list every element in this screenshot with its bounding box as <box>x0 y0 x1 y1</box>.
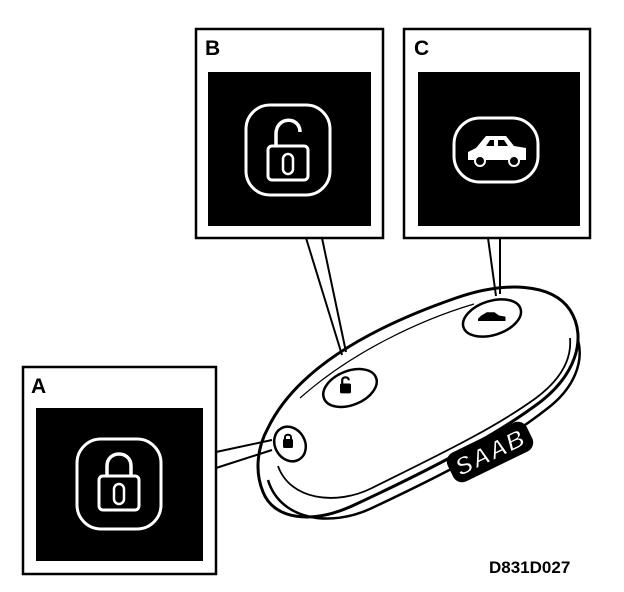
key-fob: SAAB <box>256 285 581 520</box>
leader-b-right <box>321 237 347 353</box>
fob-unlock-icon <box>340 376 351 394</box>
callout-box-a: A <box>21 365 218 576</box>
callout-box-b: B <box>194 27 385 240</box>
leader-a-top <box>215 439 273 453</box>
callout-label-a: A <box>31 375 46 398</box>
leader-lines <box>215 237 501 469</box>
fob-button-lock[interactable] <box>268 421 312 467</box>
padlock-locked-icon <box>75 437 163 531</box>
key-fob-highlight <box>299 303 475 399</box>
callout-box-c: C <box>402 27 592 240</box>
fob-lock-icon <box>283 433 293 448</box>
leader-b-left <box>305 237 343 356</box>
callout-b-panel <box>208 72 371 226</box>
callout-label-c: C <box>414 37 429 60</box>
padlock-unlocked-icon <box>244 103 332 197</box>
fob-button-trunk[interactable] <box>458 293 526 344</box>
car-trunk-icon <box>452 116 540 184</box>
key-fob-shell <box>256 285 580 519</box>
key-fob-seam <box>277 337 572 499</box>
callout-label-b: B <box>205 37 220 60</box>
figure-code: D831D027 <box>489 558 570 577</box>
fob-button-unlock[interactable] <box>318 362 383 415</box>
leader-c-left <box>487 237 497 297</box>
fob-trunk-icon <box>478 312 506 321</box>
leader-a-bottom <box>215 449 273 469</box>
